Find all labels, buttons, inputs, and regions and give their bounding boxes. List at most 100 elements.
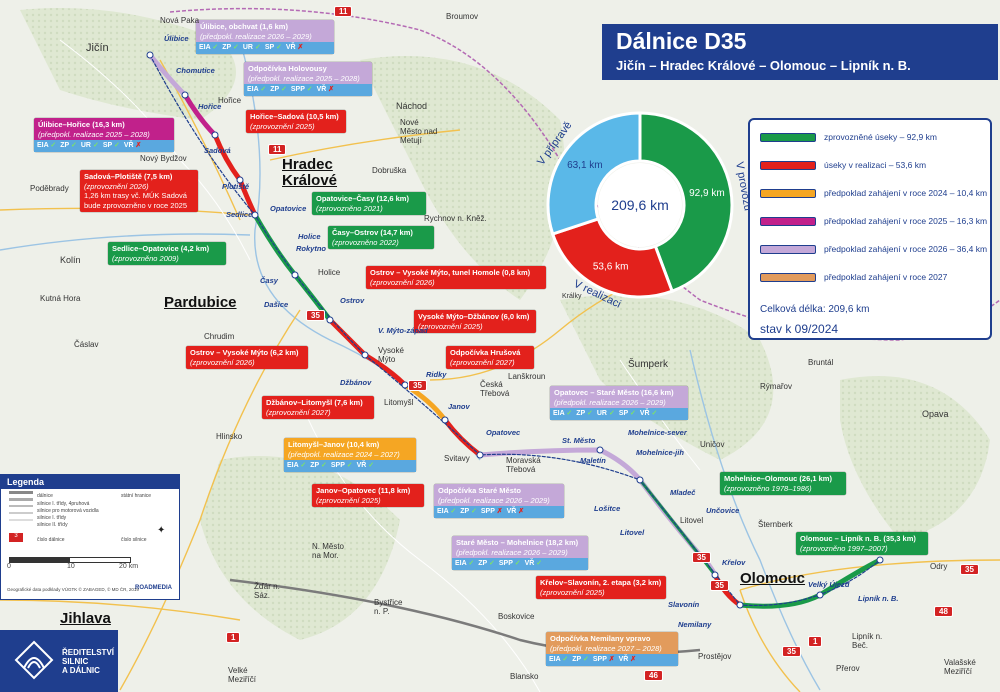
box-subtitle: (předpokl. realizace 2026 – 2029) [200,31,312,41]
town-label: Přerov [836,664,860,673]
town-label: Česká Třebová [480,380,510,398]
status-item: VŘ ✗ [285,44,304,51]
box-mohelnice-olomouc: Mohelnice–Olomouc (26,1 km)(zprovozněno … [720,472,846,495]
town-label: Nové Město nad Metují [400,118,438,145]
legend-swatch [760,160,816,170]
road-shield: 35 [710,580,729,591]
junction-label: Maletín [580,456,606,465]
box-vm-dzbanov: Vysoké Mýto–Džbánov (6,0 km)(zprovoznění… [414,310,536,333]
pie-slice-label: 53,6 km [593,261,629,272]
status-item: VŘ ✓ [524,560,543,567]
box-subtitle: (zprovozněno 2022) [332,237,399,247]
box-subtitle: (předpokl. realizace 2026 – 2029) [554,397,666,407]
status-item: UR ✓ [80,142,99,149]
title-panel: Dálnice D35 Jičín – Hradec Králové – Olo… [602,24,998,80]
box-title: Křelov–Slavonín, 2. etapa (3,2 km) [540,578,662,587]
pie-slice [638,111,734,294]
map-legend-item: silnice I. třídy [37,515,67,521]
rsd-logo: ŘEDITELSTVÍ SILNIC A DÁLNIC [0,630,118,692]
road-shield: 11 [268,144,287,155]
pie-slice-label: 92,9 km [689,188,725,199]
status-bar: EIA ✓ZP ✓UR ✓SP ✓VŘ ✗ [34,140,174,152]
town-label: Kolín [60,255,81,265]
status-item: SP ✓ [618,410,636,417]
box-odpocivka-holovousy: Odpočívka Holovousy(předpokl. realizace … [244,62,372,96]
junction-label: Holice [298,232,321,241]
legend-swatch [760,132,816,142]
map-legend-item: dálnice [37,493,53,499]
town-label: Odry [930,562,948,571]
town-label: Poděbrady [30,184,69,193]
road-shield: 35 [960,564,979,575]
town-label: Litovel [680,516,704,525]
map-legend-item: státní hranice [121,493,152,499]
city-olomouc: Olomouc [740,570,806,587]
brand-label: ROADMEDIA [135,585,172,591]
box-subtitle: (zprovoznění 2025) [418,321,483,331]
box-subtitle: (předpokl. realizace 2025 – 2028) [248,73,360,83]
box-title: Hořice–Sadová (10,5 km) [250,112,339,121]
junction-label: Mohelnice-jih [636,448,684,457]
map-credit: Geografické data podklady VÚGTK © ZABAGE… [7,587,139,592]
legend-row-2026: předpoklad zahájení v roce 2026 – 36,4 k… [760,244,987,254]
map-legend-title: Legenda [1,475,179,489]
legend-label: předpoklad zahájení v roce 2025 – 16,3 k… [824,216,988,226]
road-shield: 1 [808,636,823,647]
north-arrow-icon: ✦ [157,525,166,536]
status-item: EIA ✓ [553,410,573,417]
box-title: Staré Město – Mohelnice (18,2 km) [456,538,579,547]
town-label: Nová Paka [160,16,200,25]
status-item: SPP ✗ [480,508,503,515]
junction-label: Ostrov [340,296,365,305]
status-item: SPP ✓ [290,86,313,93]
logo-line: A DÁLNIC [62,666,100,675]
box-subtitle: (předpokl. realizace 2026 – 2029) [456,547,568,557]
town-label: Bystřice n. P. [374,598,403,616]
box-subtitle: (zprovoznění 2027) [266,407,331,417]
junction-label: Lipník n. B. [858,594,899,603]
junction-label: Lošitce [594,504,621,513]
status-item: VŘ ✓ [639,410,658,417]
town-label: Šternberk [758,520,793,529]
box-odpocivka-stare-mesto: Odpočívka Staré Město(předpokl. realizac… [434,484,564,518]
box-subtitle: (zprovozněno 2021) [316,203,383,213]
box-subtitle: (zprovoznění 2026) [190,357,255,367]
town-label: Broumov [446,12,479,21]
status-item: ZP ✓ [572,656,589,663]
box-ostrov-vm-tunel: Ostrov – Vysoké Mýto, tunel Homole (0,8 … [366,266,546,289]
legend-label: předpoklad zahájení v roce 2027 [824,272,948,282]
junction-label: Rokytno [296,244,326,253]
junction-label: Litovel [620,528,645,537]
box-ulibice-obchvat: Úlibice, obchvat (1,6 km)(předpokl. real… [196,20,334,54]
junction-label: Mladeč [670,488,696,497]
town-label: Boskovice [498,612,535,621]
town-label: Uničov [700,440,725,449]
town-label: Hlinsko [216,432,243,441]
town-label: Lanškroun [508,372,546,381]
status-item: ZP ✓ [478,560,495,567]
logo-line: ŘEDITELSTVÍ [62,648,115,657]
road-shield: 35 [782,646,801,657]
box-title: Úlibice–Hořice (16,3 km) [38,120,125,129]
town-label: Valašské Meziříčí [944,658,976,676]
town-label: Opava [922,409,949,419]
town-label: Svitavy [444,454,470,463]
box-title: Sadová–Plotiště (7,5 km) [84,172,173,181]
junction-label: Hořice [198,102,222,111]
junction-label: Janov [448,402,470,411]
junction-label: V. Mýto-západ [378,326,428,335]
legend-label: úseky v realizaci – 53,6 km [824,160,927,170]
box-horice-sadova: Hořice–Sadová (10,5 km)(zprovoznění 2025… [246,110,346,133]
road-shield: 35 [306,310,325,321]
legend-swatch [760,216,816,226]
page-subtitle: Jičín – Hradec Králové – Olomouc – Lipní… [616,58,911,73]
section-legend: zprovozněné úseky – 92,9 km úseky v real… [748,118,992,340]
box-title: Džbánov–Litomyšl (7,6 km) [266,398,363,407]
box-janov-opatovec: Janov–Opatovec (11,8 km)(zprovoznění 202… [312,484,424,507]
box-litomysl-janov: Litomyšl–Janov (10,4 km)(předpokl. reali… [284,438,416,472]
legend-label: zprovozněné úseky – 92,9 km [824,132,937,142]
box-stare-mesto-mohelnice: Staré Město – Mohelnice (18,2 km)(předpo… [452,536,588,570]
map-legend-item: silnice pro motorová vozidla [37,508,99,514]
scale-bar [9,557,131,563]
